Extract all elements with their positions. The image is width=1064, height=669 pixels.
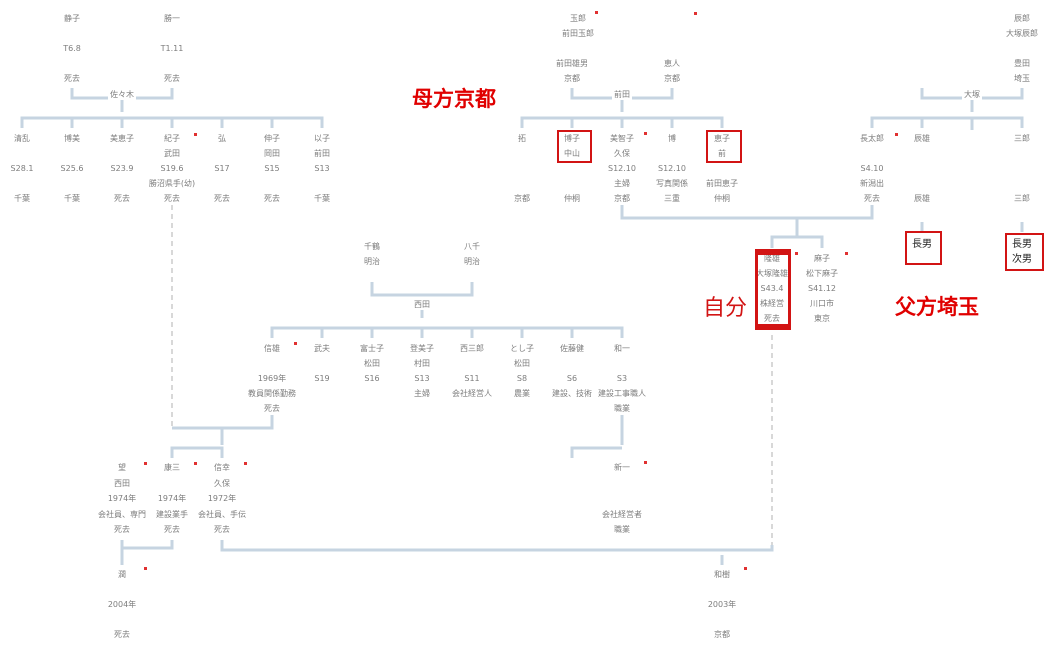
person-node: 和樹 2003年 京都 [707, 570, 737, 639]
marker-icon [644, 132, 647, 135]
person-node: 恵子 前 前田恵子 仲桐 [706, 134, 738, 203]
person-node: 辰雄 [914, 194, 930, 203]
person-node: 千鶴 明治 [364, 242, 380, 266]
person-node: 静子 T6.8 死去 [63, 14, 81, 83]
person-node: 博 S12.10 写真関係 三重 [656, 134, 688, 203]
family-label-otsuka: 大塚 [962, 89, 982, 100]
person-node: 博美 S25.6 千葉 [60, 134, 84, 203]
self-node: 隆雄 大塚隆雄 S43.4 株経営 死去 [756, 254, 788, 323]
eldest-son-label: 長男 [912, 239, 932, 250]
father-side-heading: 父方埼玉 [895, 295, 979, 319]
person-node: 八千 明治 [464, 242, 480, 266]
person-node: 清乱 S28.1 千葉 [10, 134, 34, 203]
spouse-node: 麻子 松下麻子 S41.12 川口市 東京 [806, 254, 838, 323]
person-node: 西三郎 S11 会社経営人 [452, 344, 492, 398]
person-node: 豊田 埼玉 [1014, 59, 1030, 83]
person-node: 前田雄男 京都 [556, 59, 588, 83]
person-node: 弘 S17 死去 [214, 134, 230, 203]
person-node: 美恵子 S23.9 死去 [110, 134, 134, 203]
person-node: 三郎 [1014, 194, 1030, 203]
marker-icon [144, 462, 147, 465]
marker-icon [294, 342, 297, 345]
eldest-son-box: 長男 [905, 231, 942, 265]
person-node: S4.10 新潟出 死去 [860, 164, 884, 203]
marker-icon [244, 462, 247, 465]
highlight-box [557, 130, 592, 163]
person-node: 佐藤健 S6 建設、技術 [552, 344, 592, 398]
person-node: 伸子 岡田 S15 死去 [264, 134, 280, 203]
person-node: とし子 松田 S8 農業 [510, 344, 534, 398]
person-node: 信幸 久保 1972年 会社員、手伝 死去 [198, 463, 246, 534]
marker-icon [595, 11, 598, 14]
self-label: 自分 [703, 296, 748, 321]
marker-icon [644, 461, 647, 464]
person-node: 望 西田 1974年 会社員、専門 死去 [98, 463, 146, 534]
mother-side-heading: 母方京都 [412, 87, 496, 111]
marker-icon [845, 252, 848, 255]
family-label-nishida: 西田 [412, 299, 432, 310]
marker-icon [795, 252, 798, 255]
person-node: 三郎 [1014, 134, 1030, 143]
person-node: 潤 2004年 死去 [107, 570, 137, 639]
person-node: 玉郎 前田玉郎 [562, 14, 594, 38]
person-node: 辰郎 大塚辰郎 [1006, 14, 1038, 38]
person-node: 美智子 久保 S12.10 主婦 京都 [608, 134, 636, 203]
person-node: 拓 京都 [514, 134, 530, 203]
person-node: 恵人 京都 [664, 59, 680, 83]
person-node: 武夫 S19 [314, 344, 330, 383]
person-node: 長太郎 [860, 134, 884, 143]
marker-icon [744, 567, 747, 570]
person-node: 信雄 1969年 教員関係勤務 死去 [248, 344, 296, 413]
marker-icon [194, 133, 197, 136]
sons-label: 長男 次男 [1012, 239, 1032, 265]
family-label-sasaki: 佐々木 [108, 89, 136, 100]
person-node: 博子 中山 仲桐 [564, 134, 580, 203]
self-highlight-bracket [755, 249, 791, 330]
person-node: 辰雄 [914, 134, 930, 143]
marker-icon [895, 133, 898, 136]
marker-icon [144, 567, 147, 570]
marker-icon [194, 462, 197, 465]
highlight-box [706, 130, 742, 163]
family-label-maeda: 前田 [612, 89, 632, 100]
person-node: 和一 S3 建設工事職人 職業 [598, 344, 646, 413]
person-node: 勝一 T1.11 死去 [160, 14, 184, 83]
person-node: 登美子 村田 S13 主婦 [410, 344, 434, 398]
person-node: 以子 前田 S13 千葉 [314, 134, 330, 203]
marker-icon [694, 12, 697, 15]
person-node: 康三 1974年 建設業手 死去 [156, 463, 188, 534]
person-node: 富士子 松田 S16 [360, 344, 384, 383]
sons-box: 長男 次男 [1005, 233, 1044, 271]
person-node: 紀子 武田 S19.6 勝沼県手(幼) 死去 [148, 134, 196, 203]
person-node: 新一 会社経営者 職業 [602, 463, 642, 534]
